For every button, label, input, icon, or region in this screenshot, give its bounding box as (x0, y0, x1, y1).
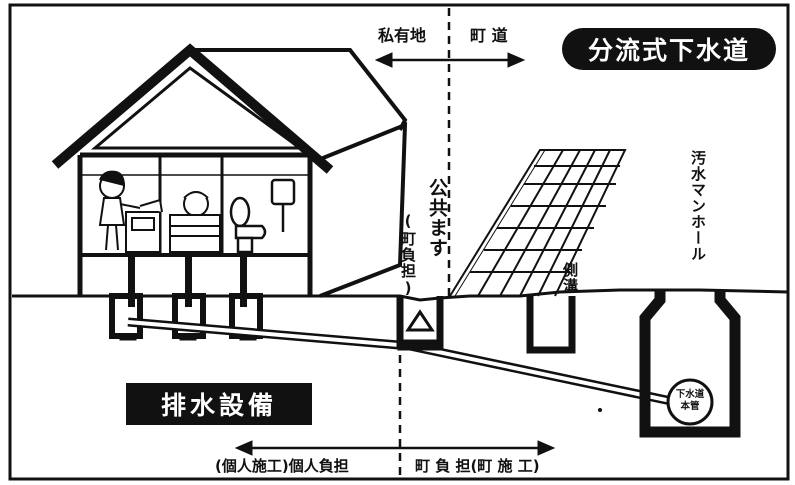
kitchen-sink (125, 198, 163, 253)
drainage-facility-label: 排水設備 (126, 383, 312, 425)
private-land-label: 私有地 (378, 26, 427, 45)
side-ditch (526, 296, 576, 354)
main-pipe-label: 下水道本管 (675, 389, 705, 412)
sewage-manhole-label: 汚水マンホール (689, 150, 707, 262)
public-basin-label: 公共ます (426, 178, 448, 258)
sewage-manhole-shaft (639, 290, 741, 438)
toilet-figure (229, 178, 296, 254)
diagram-title: 分流式下水道 (562, 28, 776, 70)
frame (8, 3, 790, 481)
private-cost-label: (個人施工)個人負担 (215, 457, 349, 475)
house-drains (109, 252, 263, 341)
road-grating (449, 149, 627, 297)
town-cost-label: 町 負 担(町 施 工) (415, 457, 540, 475)
bottom-arrows (234, 440, 556, 456)
top-arrows (374, 52, 526, 68)
town-road-label: 町 道 (470, 26, 508, 45)
side-ditch-label: 側溝 (561, 262, 579, 294)
bath-figure (169, 191, 221, 253)
public-basin (396, 296, 444, 351)
town-burden-label: (町負担) (399, 212, 417, 298)
person-figure (98, 170, 141, 251)
